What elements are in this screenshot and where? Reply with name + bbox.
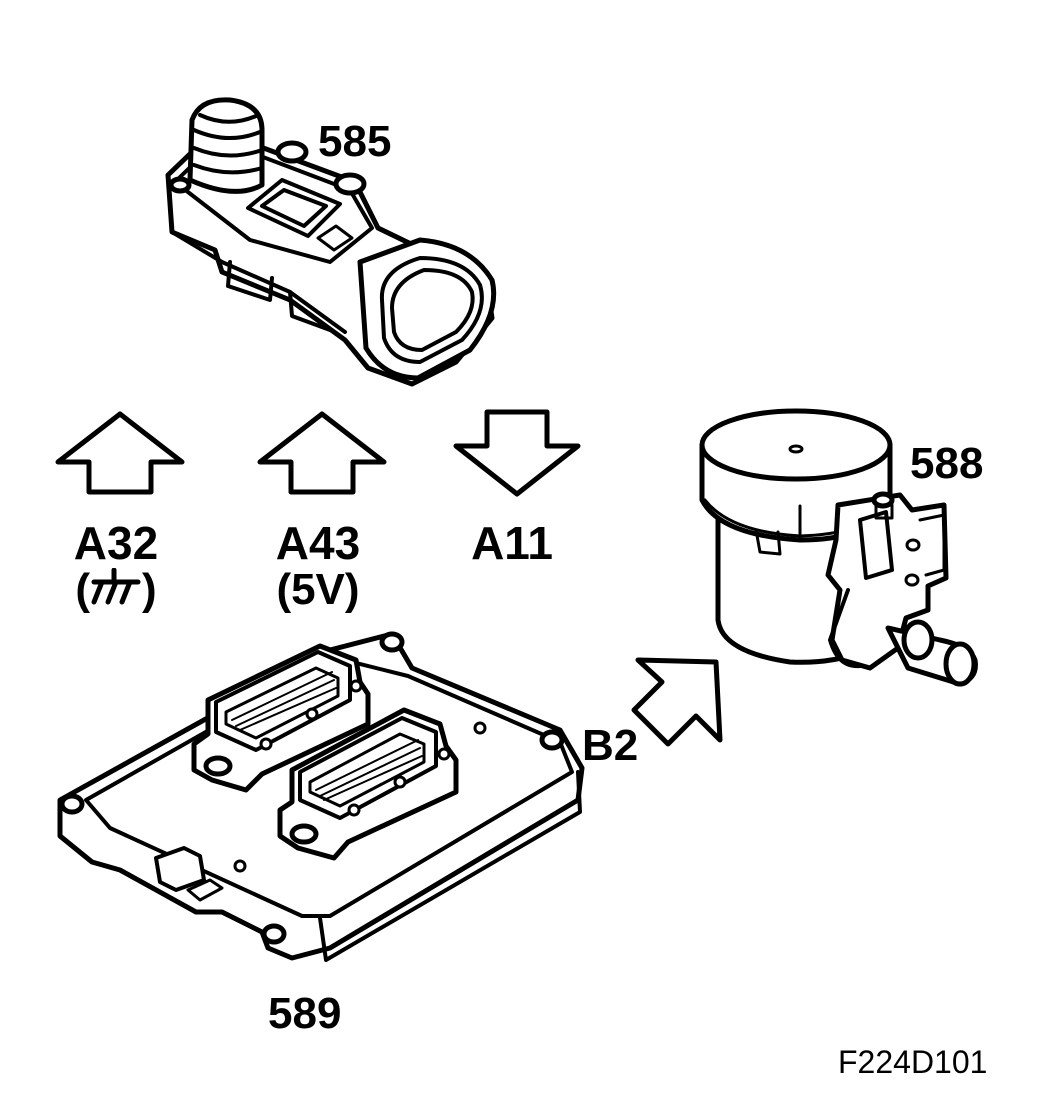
- paren-close: ): [142, 565, 157, 614]
- signal-arrows: [55, 409, 723, 747]
- signal-sub-a43: (5V): [276, 565, 360, 614]
- signal-label-a11: A11: [471, 517, 553, 569]
- arrow-a11-down-icon: [453, 409, 581, 497]
- part-label-589: 589: [268, 989, 342, 1038]
- part-label-588: 588: [910, 439, 984, 488]
- arrow-b2-up-right-icon: [631, 657, 723, 747]
- figure-id: F224D101: [838, 1044, 988, 1080]
- signal-sub-a32: (): [36, 565, 196, 614]
- part-label-585: 585: [318, 117, 392, 166]
- arrow-a32-up-icon: [55, 411, 185, 495]
- arrow-a43-up-icon: [257, 411, 387, 495]
- signal-label-a32: A32: [73, 517, 159, 569]
- solenoid-valve-588: [699, 408, 978, 687]
- paren-open: (: [75, 565, 90, 614]
- ground-symbol-icon: [91, 567, 141, 605]
- pressure-sensor-585: [165, 97, 497, 387]
- signal-label-b2: B2: [582, 721, 639, 770]
- control-module-589: [57, 631, 585, 962]
- signal-label-a43: A43: [275, 517, 361, 569]
